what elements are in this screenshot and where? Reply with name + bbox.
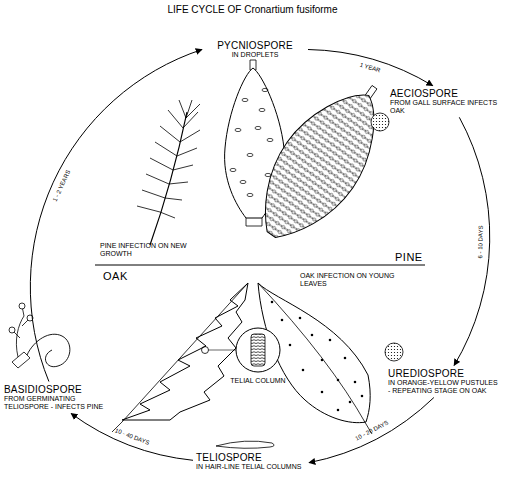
spore-stage: PYCNIOSPOREIN DROPLETS (205, 40, 305, 59)
stage-note: IN DROPLETS (205, 51, 305, 59)
divider-line (95, 265, 425, 266)
region-label: PINE (395, 251, 435, 263)
cycle-arrow (308, 50, 433, 86)
basidiospore-symbol (9, 303, 33, 333)
uredia-dots (271, 301, 364, 412)
pine-needles (137, 100, 200, 218)
promycelium (27, 334, 70, 366)
stage-note: FROM GALL SURFACE INFECTS OAK (390, 99, 502, 115)
aeciospore-symbol (371, 113, 389, 131)
stage-note: IN HAIR-LINE TELIAL COLUMNS (196, 463, 306, 471)
twig-stub (246, 218, 262, 226)
inset-circle (236, 328, 280, 372)
stage-note: FROM GERMINATING TELIOSPORE - INFECTS PI… (4, 395, 116, 411)
spore-stage: UREDIOSPOREIN ORANGE-YELLOW PUSTULES - R… (388, 368, 500, 395)
spore-stage: BASIDIOSPOREFROM GERMINATING TELIOSPORE … (4, 384, 116, 411)
spore-stage: AECIOSPOREFROM GALL SURFACE INFECTS OAK (390, 88, 502, 115)
duration-label: 10 - 40 DAYS (114, 427, 150, 447)
aecial-gall (238, 72, 401, 257)
pycnial-droplets (230, 88, 273, 196)
leaf-midrib (112, 283, 248, 432)
stage-name: TELIOSPORE (196, 452, 306, 463)
leader-line (209, 350, 237, 351)
stage-note: IN ORANGE-YELLOW PUSTULES - REPEATING ST… (388, 379, 500, 395)
teliospore-symbol (216, 441, 274, 448)
duration-label: 1 - 2 YEARS (51, 169, 72, 203)
telia-spot (202, 347, 209, 354)
duration-label: 1 YEAR (359, 62, 381, 75)
duration-label: 6 - 10 DAYS (477, 225, 485, 258)
cycle-arrow (454, 117, 490, 365)
stage-name: AECIOSPORE (390, 88, 502, 99)
region-label: PINE INFECTION ON NEW GROWTH (100, 242, 195, 258)
region-label: OAK INFECTION ON YOUNG LEAVES (300, 272, 400, 288)
stage-name: UREDIOSPORE (388, 368, 500, 379)
region-label: OAK (103, 270, 143, 282)
region-label: TELIAL COLUMN (212, 377, 304, 385)
cycle-arrow (71, 414, 193, 461)
spore-stage: TELIOSPOREIN HAIR-LINE TELIAL COLUMNS (196, 452, 306, 471)
telial-column-symbol (251, 334, 265, 366)
stage-name: PYCNIOSPORE (205, 40, 305, 51)
stage-name: BASIDIOSPORE (4, 384, 116, 395)
cycle-arrow (30, 50, 202, 382)
urediospore-symbol (385, 343, 403, 361)
cycle-arrow (309, 398, 434, 463)
diagram-title: LIFE CYCLE OF Cronartium fusiforme (0, 4, 505, 16)
